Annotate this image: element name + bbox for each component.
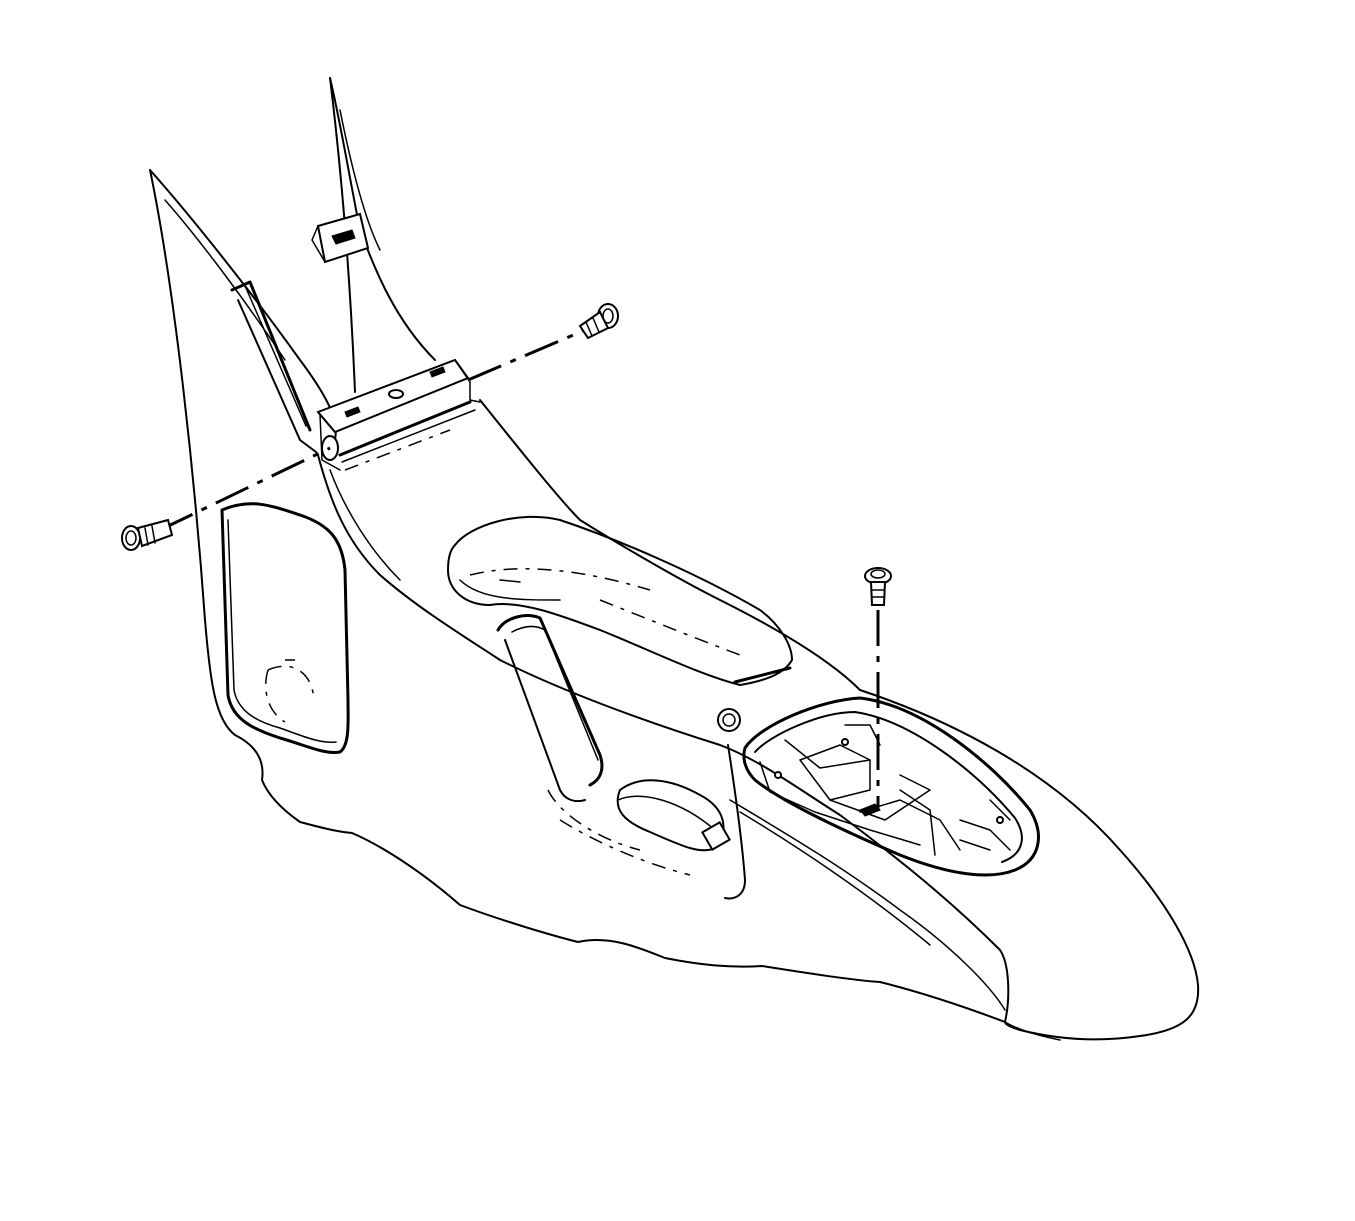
- fastener-rear: [864, 567, 892, 810]
- armrest-pad: [447, 515, 793, 686]
- side-panel-insert: [220, 502, 350, 755]
- fastener-upper-right: [467, 303, 619, 382]
- rear-storage-compartment: [742, 696, 1040, 877]
- front-bracket: [311, 77, 481, 471]
- park-brake-handle: [496, 614, 741, 876]
- floor-console-body: [149, 169, 1200, 1041]
- left-slot: [230, 280, 317, 453]
- fastener-left: [121, 446, 331, 551]
